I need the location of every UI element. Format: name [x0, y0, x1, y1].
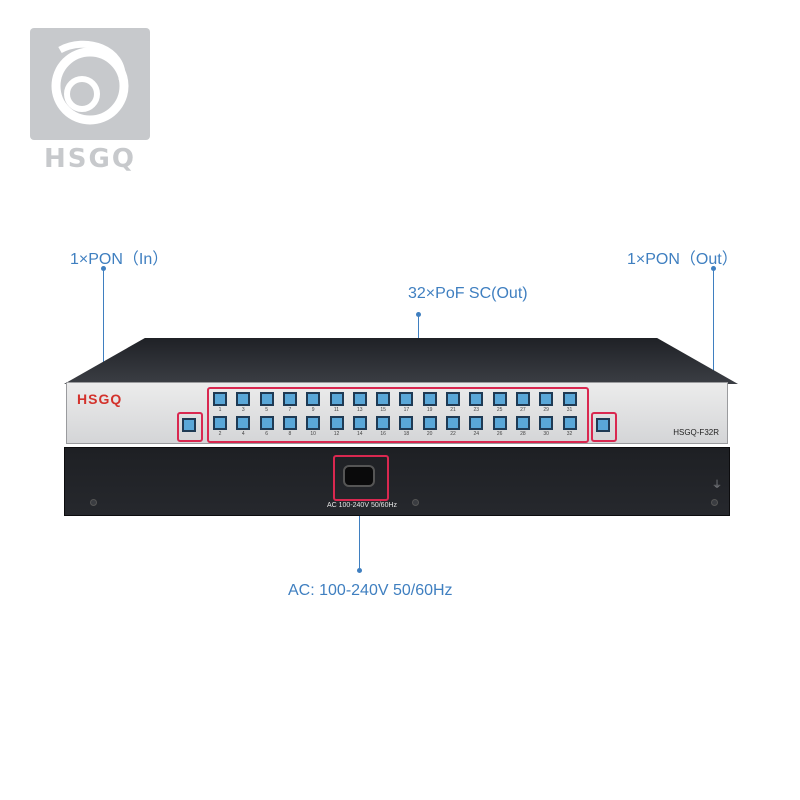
sc-port-number: 32 [566, 431, 573, 437]
brand-wordmark: HSGQ [44, 144, 136, 174]
device-top-cover [64, 338, 738, 384]
sc-port-number: 6 [265, 431, 268, 437]
sc-port-number: 27 [520, 407, 526, 413]
sc-port-number: 28 [520, 431, 526, 437]
ac-leader-vertical [359, 498, 360, 570]
ac-callout: AC: 100-240V 50/60Hz [288, 582, 453, 599]
sc-port-number: 8 [288, 431, 292, 437]
pon-in-callout: 1×PON（In） [70, 251, 169, 268]
sc-port-number: 16 [380, 431, 386, 437]
sc-port [352, 392, 367, 406]
sc-port-number: 24 [473, 431, 480, 437]
pon-in-leader-vertical [103, 270, 104, 429]
sc-port-number: 18 [403, 431, 410, 437]
sc-port-number: 9 [311, 407, 315, 413]
sc-port [329, 416, 344, 430]
sc-port-number: 14 [357, 431, 363, 437]
sc-port-number: 4 [241, 431, 245, 437]
brand-logo: HSGQ [30, 28, 150, 176]
poe-leader-dot [416, 312, 421, 317]
sc-port [236, 416, 251, 430]
sc-port [539, 416, 554, 430]
sc-port [376, 416, 391, 430]
sc-port [282, 416, 297, 430]
sc-port [446, 416, 460, 430]
brand-swirl-logo-icon [30, 28, 150, 140]
sc-port-number: 31 [566, 407, 573, 413]
sc-port [236, 392, 251, 406]
sc-port-number: 7 [288, 407, 292, 413]
sc-port-number: 26 [496, 431, 503, 437]
pon-out-leader-vertical [713, 270, 714, 429]
panel-brand-label: HSGQ [77, 391, 123, 407]
screw-left [90, 499, 97, 506]
panel-model-label: HSGQ-F32R [673, 428, 719, 437]
sc-port-number: 15 [380, 407, 386, 413]
sc-port [422, 392, 437, 406]
ground-icon: ⏚ [712, 480, 722, 491]
sc-port-number: 3 [241, 407, 245, 413]
sc-port [259, 392, 274, 406]
power-inlet-highlight [333, 455, 389, 501]
sc-port-number: 5 [265, 407, 268, 413]
sc-port [515, 392, 530, 406]
pon-out-highlight [591, 412, 617, 442]
sc-port [562, 416, 577, 430]
sc-port [329, 392, 344, 406]
sc-port [539, 392, 554, 406]
sc-port-number: 21 [450, 407, 456, 413]
power-inlet-socket [343, 465, 375, 487]
sc-port-number: 20 [426, 431, 433, 437]
sc-port [376, 392, 391, 406]
device-base-unit: AC 100-240V 50/60Hz ⏚ [64, 447, 730, 516]
screw-right [711, 499, 718, 506]
pon-in-highlight [177, 412, 203, 442]
sc-port [562, 392, 577, 406]
sc-port [469, 416, 484, 430]
sc-port-number: 19 [426, 407, 433, 413]
sc-port [422, 416, 437, 430]
sc-port-number: 30 [543, 431, 549, 437]
sc-port [213, 416, 227, 430]
pon-out-port [596, 418, 610, 432]
sc-port [399, 416, 414, 430]
sc-port-number: 2 [218, 431, 222, 437]
sc-port-number: 17 [403, 407, 410, 413]
sc-port-number: 29 [543, 407, 549, 413]
power-inlet-label: AC 100-240V 50/60Hz [326, 502, 398, 509]
sc-port [469, 392, 484, 406]
sc-port-number: 12 [333, 431, 340, 437]
sc-port [515, 416, 530, 430]
sc-port [492, 416, 507, 430]
sc-port [399, 392, 414, 406]
pon-in-port [182, 418, 196, 432]
pon-out-callout: 1×PON（Out） [627, 251, 738, 268]
pon-out-leader-dot [711, 266, 716, 271]
screw-center [412, 499, 419, 506]
sc-port [446, 392, 460, 406]
sc-port-number: 22 [450, 431, 456, 437]
pon-in-leader-dot [101, 266, 106, 271]
sc-port-number: 1 [218, 407, 222, 413]
ac-leader-dot [357, 568, 362, 573]
sc-port-number: 11 [333, 407, 340, 413]
sc-port [306, 392, 321, 406]
sc-port [492, 392, 507, 406]
sc-port [306, 416, 321, 430]
sc-port-number: 25 [496, 407, 503, 413]
sc-port [259, 416, 274, 430]
sc-port-number: 10 [310, 431, 316, 437]
sc-port-number: 13 [357, 407, 363, 413]
sc-port-number: 23 [473, 407, 480, 413]
sc-port [213, 392, 227, 406]
sc-port [352, 416, 367, 430]
sc-port [282, 392, 297, 406]
poe-sc-callout: 32×PoF SC(Out) [408, 285, 528, 302]
